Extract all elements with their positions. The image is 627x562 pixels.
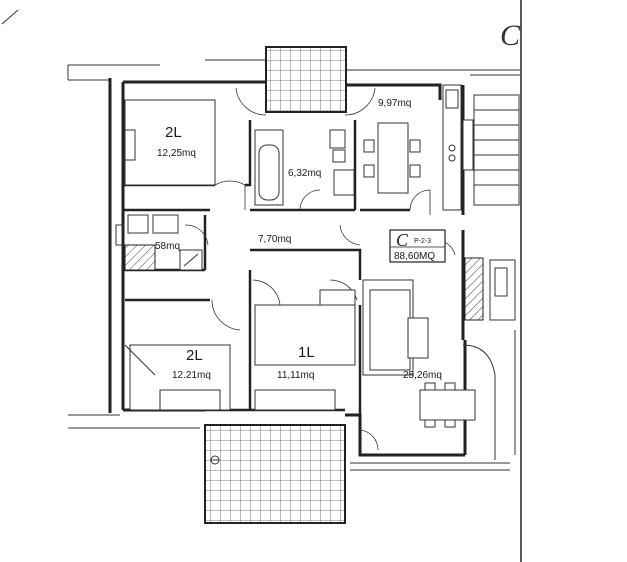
toilet	[329, 129, 346, 149]
room-area-bedroom-bottom-middle: 11,11mq	[277, 370, 314, 381]
washbasin	[333, 169, 355, 196]
room-code-bedroom-top: 2L	[165, 124, 182, 141]
boiler	[124, 244, 156, 271]
room-code-bedroom-bottom-middle: 1L	[298, 344, 315, 361]
bed-bottom-middle	[254, 289, 356, 411]
coffee-table	[407, 317, 429, 359]
kitchen-fixtures	[363, 84, 474, 211]
unit-code: C	[396, 230, 409, 250]
unit-sub-code: P-2-3	[414, 238, 431, 245]
room-labels: 2L 12,25mq 6,32mq 9,97mq 7,70mq 58mq 2L …	[155, 98, 442, 381]
room-area-living-room: 25,26mq	[403, 370, 442, 381]
room-area-hallway: 7,70mq	[258, 234, 291, 245]
dining-table	[419, 389, 476, 421]
exterior-context	[67, 59, 520, 471]
sink	[127, 214, 149, 234]
kitchen-counter	[442, 84, 462, 211]
kitchen-table	[377, 122, 409, 194]
unit-marker: C P-2-3 88,60MQ	[389, 229, 446, 263]
exterior-stairs	[473, 94, 520, 206]
corner-tick	[1, 9, 19, 25]
laundry-fixtures	[115, 214, 203, 271]
top-balcony	[265, 46, 347, 113]
bottom-balcony	[204, 424, 346, 524]
room-area-bedroom-bottom-left: 12.21mq	[172, 370, 211, 381]
room-area-laundry: 58mq	[155, 241, 180, 252]
corner-mark-label: C	[500, 19, 521, 52]
living-furniture	[362, 279, 516, 460]
bed-top-left	[124, 99, 216, 186]
room-area-kitchen: 9,97mq	[378, 98, 411, 109]
fireplace	[464, 257, 516, 321]
room-area-bathroom: 6,32mq	[288, 168, 321, 179]
bidet	[332, 149, 346, 163]
room-code-bedroom-bottom-left: 2L	[186, 347, 203, 364]
bed-bottom-left	[124, 344, 231, 411]
bathroom-fixtures	[254, 129, 355, 206]
unit-area: 88,60MQ	[394, 251, 435, 262]
room-area-bedroom-top: 12,25mq	[157, 148, 196, 159]
